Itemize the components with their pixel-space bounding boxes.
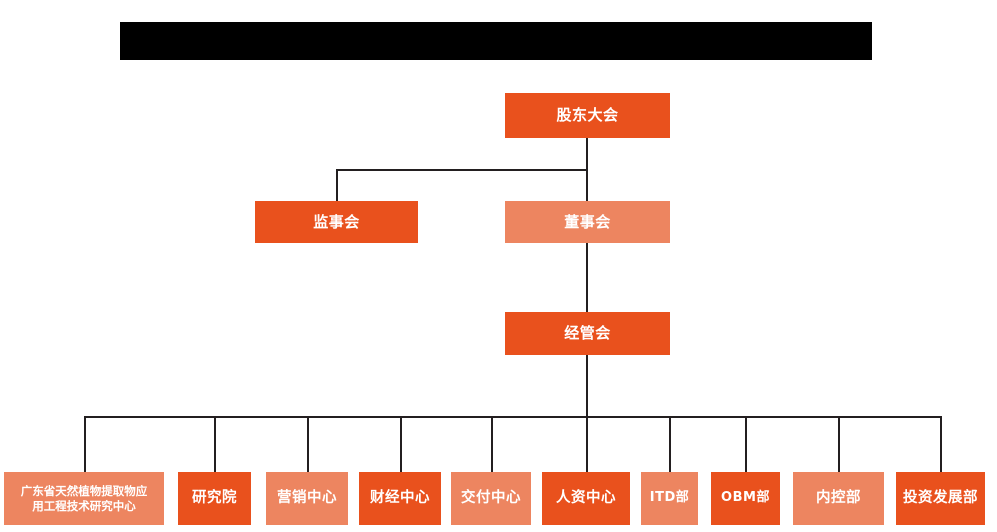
node-itd-department[interactable]: ITD部 [641,472,698,525]
node-delivery-center[interactable]: 交付中心 [451,472,531,525]
node-label: 研究院 [192,490,237,507]
connector-drop-finance-center [400,416,402,472]
connector-drop-investment-development-department [940,416,942,472]
connector-level2-bus [336,169,588,171]
node-board-of-directors[interactable]: 董事会 [505,201,670,243]
node-label: 股东大会 [556,106,619,125]
node-label: 监事会 [313,212,360,231]
node-label: 内控部 [816,490,861,507]
connector-drop-research-institute [214,416,216,472]
node-research-institute[interactable]: 研究院 [178,472,251,525]
node-board-of-supervisors[interactable]: 监事会 [255,201,418,243]
node-management-committee[interactable]: 经管会 [505,312,670,355]
connector-directors-drop [586,169,588,201]
node-hr-center[interactable]: 人资中心 [542,472,630,525]
node-internal-control-department[interactable]: 内控部 [793,472,884,525]
node-label: 财经中心 [370,490,430,507]
connector-drop-obm-department [745,416,747,472]
connector-drop-engineering-research-center [84,416,86,472]
connector-drop-hr-center [586,416,588,472]
node-obm-department[interactable]: OBM部 [711,472,780,525]
node-label: OBM部 [721,490,770,506]
node-engineering-research-center[interactable]: 广东省天然植物提取物应 用工程技术研究中心 [4,472,164,525]
connector-drop-itd-department [669,416,671,472]
node-label: 广东省天然植物提取物应 用工程技术研究中心 [20,484,148,513]
node-finance-center[interactable]: 财经中心 [359,472,441,525]
node-label: 经管会 [564,324,611,343]
connector-management-down [586,355,588,417]
node-marketing-center[interactable]: 营销中心 [266,472,348,525]
connector-shareholders-down [586,138,588,170]
node-label: 交付中心 [461,490,521,507]
connector-drop-marketing-center [307,416,309,472]
connector-drop-internal-control-department [838,416,840,472]
node-label: 投资发展部 [903,490,978,507]
node-label: 人资中心 [556,490,616,507]
node-label: 董事会 [564,212,611,231]
node-label: 营销中心 [277,490,337,507]
connector-drop-delivery-center [491,416,493,472]
redacted-title-bar [120,22,872,60]
node-label: ITD部 [649,490,690,506]
node-shareholders-meeting[interactable]: 股东大会 [505,93,670,138]
connector-directors-to-management [586,243,588,312]
node-investment-development-department[interactable]: 投资发展部 [896,472,985,525]
connector-level4-bus [84,416,941,418]
connector-supervisors-drop [336,169,338,201]
